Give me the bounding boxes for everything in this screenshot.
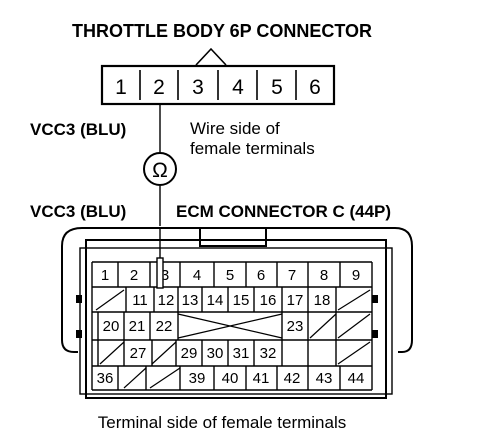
ecm-terminal-6: 6 <box>257 267 265 284</box>
blank-cavity-marks <box>95 289 371 389</box>
ecm-connector-housing <box>61 227 413 399</box>
ecm-terminal-17: 17 <box>287 292 304 309</box>
ecm-terminal-40: 40 <box>222 370 239 387</box>
ecm-terminal-11: 11 <box>132 292 148 309</box>
ecm-terminal-13: 13 <box>182 292 199 309</box>
ecm-terminal-12: 12 <box>158 292 175 309</box>
ohmmeter-symbol <box>143 152 177 186</box>
throttle-pin-1: 1 <box>115 76 127 99</box>
ecm-terminal-2: 2 <box>130 267 138 284</box>
throttle-pin-4: 4 <box>232 76 244 99</box>
ecm-row-2: 11 12 13 14 15 16 17 18 <box>132 292 330 309</box>
throttle-connector-key <box>195 47 227 66</box>
ecm-row-4: 27 29 30 31 32 <box>130 345 277 362</box>
vcc3-label-bottom: VCC3 (BLU) <box>30 202 126 221</box>
ecm-terminal-30: 30 <box>207 345 224 362</box>
wire-side-label-line2: female terminals <box>190 139 315 158</box>
ecm-terminal-32: 32 <box>260 345 277 362</box>
ecm-terminal-7: 7 <box>288 267 296 284</box>
probe-tip <box>156 257 164 289</box>
ecm-terminal-14: 14 <box>207 292 224 309</box>
throttle-connector-pins: 1 2 3 4 5 6 <box>115 76 321 99</box>
ecm-terminal-23: 23 <box>287 318 304 335</box>
ecm-terminal-42: 42 <box>284 370 301 387</box>
wire-side-label-line1: Wire side of <box>190 119 280 138</box>
throttle-pin-2: 2 <box>153 76 165 99</box>
throttle-connector-dividers <box>139 70 297 100</box>
ecm-terminal-43: 43 <box>316 370 333 387</box>
ecm-terminal-21: 21 <box>129 318 146 335</box>
throttle-connector-title: THROTTLE BODY 6P CONNECTOR <box>72 21 372 41</box>
ecm-terminal-4: 4 <box>193 267 201 284</box>
ecm-terminal-41: 41 <box>253 370 270 387</box>
ecm-terminal-36: 36 <box>97 370 114 387</box>
ecm-row-3: 20 21 22 23 <box>103 318 304 335</box>
ecm-terminal-3: 3 <box>161 267 169 284</box>
vcc3-label-top: VCC3 (BLU) <box>30 120 126 139</box>
ecm-terminal-31: 31 <box>233 345 250 362</box>
ecm-row-5: 36 39 40 41 42 43 44 <box>97 370 365 387</box>
ecm-connector-title: ECM CONNECTOR C (44P) <box>176 202 391 221</box>
ecm-terminal-5: 5 <box>226 267 234 284</box>
ecm-terminal-16: 16 <box>260 292 277 309</box>
throttle-pin-6: 6 <box>309 76 321 99</box>
ecm-terminal-29: 29 <box>181 345 198 362</box>
ecm-terminal-44: 44 <box>348 370 365 387</box>
ecm-terminal-1: 1 <box>101 267 109 284</box>
ohm-icon: Ω <box>152 159 168 182</box>
throttle-pin-3: 3 <box>192 76 204 99</box>
ecm-terminal-20: 20 <box>103 318 120 335</box>
ecm-terminal-39: 39 <box>189 370 206 387</box>
ecm-terminal-27: 27 <box>130 345 147 362</box>
ecm-terminal-22: 22 <box>156 318 173 335</box>
ecm-row-1: 1 2 3 4 5 6 7 8 9 <box>101 267 360 284</box>
ecm-terminal-grid <box>91 261 373 391</box>
throttle-pin-5: 5 <box>271 76 283 99</box>
terminal-side-caption: Terminal side of female terminals <box>98 413 346 432</box>
ecm-terminal-9: 9 <box>352 267 360 284</box>
ecm-terminal-15: 15 <box>233 292 250 309</box>
ecm-terminal-8: 8 <box>320 267 328 284</box>
ecm-terminal-18: 18 <box>314 292 331 309</box>
ecm-connector-latches <box>76 295 378 338</box>
